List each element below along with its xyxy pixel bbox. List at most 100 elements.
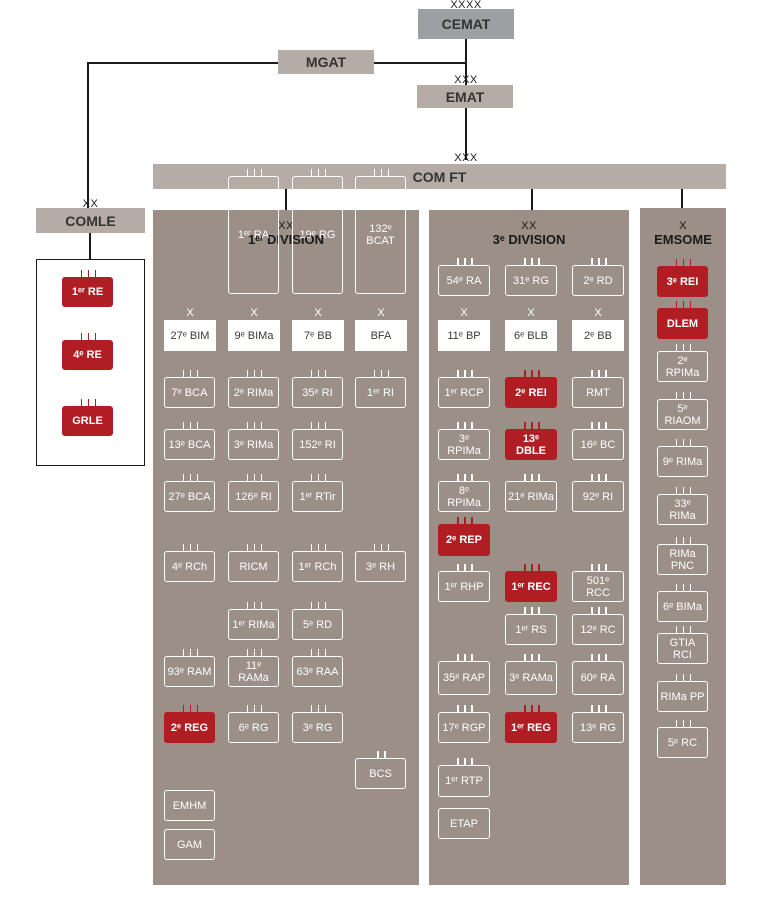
unit-echelon-tick	[387, 370, 389, 377]
unit-label: 1ᵉʳ RCP	[444, 386, 484, 399]
unit-label: 63ᵉ RAA	[296, 665, 339, 678]
unit-echelon-tick	[457, 370, 459, 377]
div3-unit-31-rg: 31ᵉ RG	[505, 258, 557, 296]
unit-echelon-tick	[182, 544, 184, 551]
unit-echelon-tick	[682, 584, 684, 591]
unit-echelon-tick	[457, 474, 459, 481]
unit-echelon-tick	[524, 474, 526, 481]
unit-label: 1ᵉʳ RTir	[299, 490, 336, 503]
unit-label: GRLE	[72, 415, 103, 427]
unit-echelon-tick	[464, 474, 466, 481]
unit-echelon-tick	[591, 607, 593, 614]
unit-echelon-tick	[246, 370, 248, 377]
unit-label: 152ᵉ RI	[299, 438, 336, 451]
unit-echelon-tick	[598, 370, 600, 377]
unit-echelon-tick	[524, 654, 526, 661]
unit-echelon-tick	[682, 439, 684, 446]
unit-echelon-tick	[538, 705, 540, 712]
emat-echelon: XXX	[454, 74, 478, 86]
div1-unit-132-bcat: 132ᵉ BCAT	[355, 169, 406, 294]
unit-echelon-tick	[377, 751, 379, 758]
unit-echelon-tick	[253, 705, 255, 712]
unit-label: 1ᵉʳ RS	[515, 623, 547, 636]
unit-echelon-tick	[310, 602, 312, 609]
unit-echelon-tick	[457, 758, 459, 765]
unit-echelon-tick	[324, 705, 326, 712]
unit-label: 9ᵉ BIMa	[234, 329, 274, 342]
div3-unit-21-rima: 21ᵉ RIMa	[505, 474, 557, 512]
unit-echelon-tick	[189, 474, 191, 481]
unit-echelon-tick	[457, 705, 459, 712]
div3-unit-501-rcc: 501ᵉ RCC	[572, 564, 624, 602]
unit-label: 5ᵉ RC	[667, 736, 698, 749]
unit-label: 16ᵉ BC	[580, 438, 616, 451]
unit-echelon-tick	[471, 258, 473, 265]
div3-unit-2-rd: 2ᵉ RD	[572, 258, 624, 296]
div1-unit-3-rg: 3ᵉ RG	[292, 705, 343, 743]
unit-echelon-tick	[310, 544, 312, 551]
unit-label: 35ᵉ RAP	[443, 672, 485, 684]
unit-echelon-tick	[675, 720, 677, 727]
unit-echelon-tick	[682, 537, 684, 544]
unit-echelon-tick	[689, 392, 691, 399]
unit-echelon-tick	[317, 649, 319, 656]
emsome-unit-5-riaom: 5ᵉ RIAOM	[657, 392, 708, 430]
comle-echelon: XX	[82, 198, 99, 210]
unit-echelon-tick	[246, 602, 248, 609]
unit-echelon-tick	[260, 422, 262, 429]
unit-echelon-tick	[682, 674, 684, 681]
unit-echelon-tick	[471, 705, 473, 712]
unit-echelon-tick	[675, 392, 677, 399]
unit-label: 5ᵉ RIAOM	[664, 402, 701, 427]
unit-label: EMHM	[172, 799, 207, 812]
unit-echelon-tick	[682, 344, 684, 351]
unit-label: 1ᵉʳ REC	[511, 580, 551, 593]
unit-echelon-tick	[310, 422, 312, 429]
unit-echelon-tick	[253, 649, 255, 656]
unit-echelon-tick	[675, 439, 677, 446]
unit-label: 8ᵉ RPIMa	[447, 484, 481, 509]
div1-unit-7-bb: 7ᵉ BB	[292, 320, 344, 351]
unit-echelon-tick	[471, 758, 473, 765]
unit-echelon-tick	[387, 544, 389, 551]
div1-unit-9-bima: 9ᵉ BIMa	[228, 320, 280, 351]
brigade-echelon-mark: X	[594, 307, 602, 319]
unit-echelon-tick	[531, 564, 533, 571]
div1-unit-1-rtir: 1ᵉʳ RTir	[292, 474, 343, 512]
unit-echelon-tick	[605, 370, 607, 377]
unit-echelon-tick	[260, 169, 262, 176]
unit-echelon-tick	[317, 169, 319, 176]
unit-echelon-tick	[384, 751, 386, 758]
emsome-unit-dlem: DLEM	[657, 301, 708, 339]
unit-echelon-tick	[464, 705, 466, 712]
unit-echelon-tick	[246, 649, 248, 656]
unit-echelon-tick	[324, 474, 326, 481]
unit-echelon-tick	[196, 705, 198, 712]
div3-unit-6-blb: 6ᵉ BLB	[505, 320, 557, 351]
unit-label: 6ᵉ BIMa	[663, 600, 702, 613]
unit-label: 27ᵉ BIM	[170, 329, 210, 342]
emsome-unit-3-rei: 3ᵉ REI	[657, 259, 708, 297]
unit-echelon-tick	[591, 370, 593, 377]
unit-echelon-tick	[675, 626, 677, 633]
unit-echelon-tick	[260, 649, 262, 656]
unit-echelon-tick	[531, 705, 533, 712]
div3-unit-etap: ETAP	[438, 808, 490, 839]
div3-title: 3ᵉ DIVISION	[492, 232, 566, 247]
unit-echelon-tick	[87, 399, 89, 406]
unit-echelon-tick	[605, 564, 607, 571]
unit-echelon-tick	[189, 422, 191, 429]
div1-unit-35-ri: 35ᵉ RI	[292, 370, 343, 408]
unit-echelon-tick	[538, 607, 540, 614]
div3-unit-3-rama: 3ᵉ RAMa	[505, 654, 557, 695]
emsome-unit-6-bima: 6ᵉ BIMa	[657, 584, 708, 622]
unit-echelon-tick	[531, 370, 533, 377]
unit-label: 13ᵉ BCA	[168, 438, 211, 451]
unit-echelon-tick	[189, 370, 191, 377]
unit-echelon-tick	[317, 602, 319, 609]
unit-label: 5ᵉ RD	[302, 618, 333, 631]
unit-echelon-tick	[598, 422, 600, 429]
unit-echelon-tick	[471, 422, 473, 429]
connector-mgat-right	[374, 62, 467, 64]
div1-title: 1ᵉʳ DIVISION	[247, 232, 325, 247]
